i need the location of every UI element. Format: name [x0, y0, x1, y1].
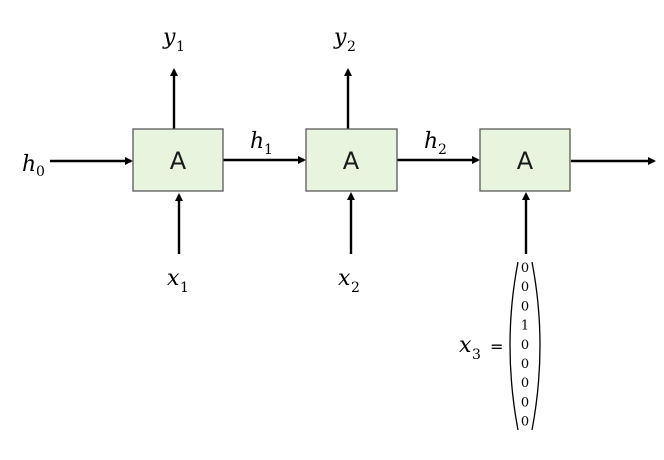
label-y1: y 1	[162, 25, 185, 55]
label-x3: x 3 =	[459, 333, 503, 363]
vector-entry: 0	[521, 261, 529, 276]
one-hot-vector: 0 0 0 1 0 0 0 0 0	[509, 261, 541, 431]
vector-entry: 0	[521, 357, 529, 372]
label-base: y	[162, 25, 176, 50]
vector-entry: 0	[521, 415, 529, 430]
cell-2: A	[305, 128, 398, 192]
label-base: x	[459, 333, 472, 358]
cell-box	[305, 128, 398, 192]
label-h0: h 0	[22, 152, 45, 180]
cell-label: A	[343, 147, 360, 175]
right-paren	[531, 261, 541, 431]
label-sub: 3	[472, 347, 481, 363]
label-x2: x 2	[338, 266, 360, 296]
vector-entry: 0	[521, 280, 529, 295]
label-base: x	[338, 266, 351, 291]
label-base: y	[333, 25, 347, 50]
left-paren	[509, 261, 519, 431]
label-x1: x 1	[167, 266, 189, 296]
cell-box	[132, 128, 224, 192]
label-sub: 1	[176, 39, 185, 55]
label-base: x	[167, 266, 180, 291]
cell-label: A	[517, 147, 534, 175]
equals-sign: =	[490, 337, 503, 356]
label-base: h	[22, 152, 36, 177]
label-base: h	[424, 129, 438, 154]
label-y2: y 2	[333, 25, 356, 55]
vector-entry: 1	[521, 319, 529, 334]
label-h1: h 1	[250, 129, 273, 158]
cell-3: A	[479, 128, 571, 192]
cell-label: A	[170, 147, 187, 175]
cell-box	[479, 128, 571, 192]
vector-entry: 0	[521, 376, 529, 391]
label-sub: 1	[180, 280, 189, 296]
vector-entry: 0	[521, 395, 529, 410]
label-sub: 2	[438, 142, 447, 158]
label-sub: 1	[264, 142, 273, 158]
label-h2: h 2	[424, 129, 447, 158]
label-sub: 2	[347, 39, 356, 55]
label-sub: 0	[36, 164, 45, 180]
vector-entry: 0	[521, 338, 529, 353]
vector-entry: 0	[521, 299, 529, 314]
label-base: h	[250, 129, 264, 154]
label-sub: 2	[351, 280, 360, 296]
cell-1: A	[132, 128, 224, 192]
